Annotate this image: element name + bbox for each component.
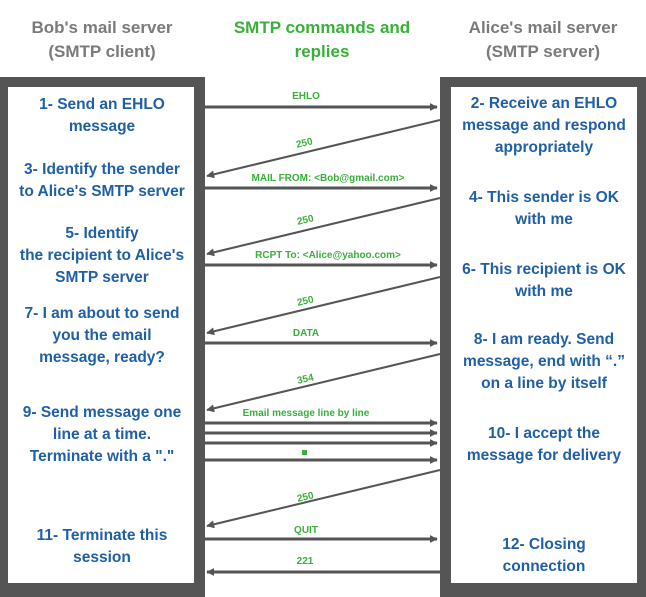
reply-250-label-1: 250 (295, 136, 314, 151)
reply-250-label-2: 250 (296, 213, 315, 228)
terminator-dot (302, 450, 307, 455)
server-step-4: 4- This sender is OK with me (469, 189, 619, 228)
server-panel (440, 77, 646, 597)
reply-250-arrow-3 (206, 276, 441, 336)
rcpt-to-label: RCPT To: <Alice@yahoo.com> (255, 250, 401, 261)
data-label: DATA (293, 328, 319, 339)
server-step-10: 10- I accept the message for delivery (466, 425, 622, 464)
client-step-11: 11- Terminate this session (36, 527, 168, 566)
reply-250-label-3: 250 (296, 294, 315, 309)
server-step-12: 12- Closing connection (502, 536, 586, 575)
client-step-5: 5- Identify the recipient to Alice's SMT… (19, 225, 185, 286)
reply-250-label-4: 250 (296, 490, 315, 505)
reply-250-arrow-2 (206, 197, 441, 257)
client-step-9: 9- Send message one line at a time. Term… (22, 404, 182, 465)
client-step-7: 7- I am about to send you the email mess… (24, 305, 180, 366)
reply-221-label: 221 (297, 556, 314, 567)
client-column-header: Bob's mail server (SMTP client) (31, 18, 173, 61)
server-step-8: 8- I am ready. Send message, end with “.… (463, 331, 625, 392)
reply-250-arrow-4 (206, 469, 441, 529)
reply-354-label: 354 (296, 372, 315, 387)
reply-250-arrow-1 (206, 119, 441, 179)
quit-label: QUIT (294, 525, 318, 536)
server-step-2: 2- Receive an EHLO message and respond a… (462, 95, 626, 156)
email-lines-label: Email message line by line (243, 408, 370, 419)
commands-column-header: SMTP commands and replies (233, 18, 411, 61)
mail-from-label: MAIL FROM: <Bob@gmail.com> (252, 173, 405, 184)
client-step-1: 1- Send an EHLO message (39, 96, 165, 135)
reply-354-arrow (206, 353, 441, 413)
server-step-6: 6- This recipient is OK with me (462, 261, 626, 300)
server-column-header: Alice's mail server (SMTP server) (468, 18, 618, 61)
ehlo-label: EHLO (292, 91, 320, 102)
client-step-3: 3- Identify the sender to Alice's SMTP s… (19, 161, 185, 200)
client-panel (0, 77, 205, 597)
